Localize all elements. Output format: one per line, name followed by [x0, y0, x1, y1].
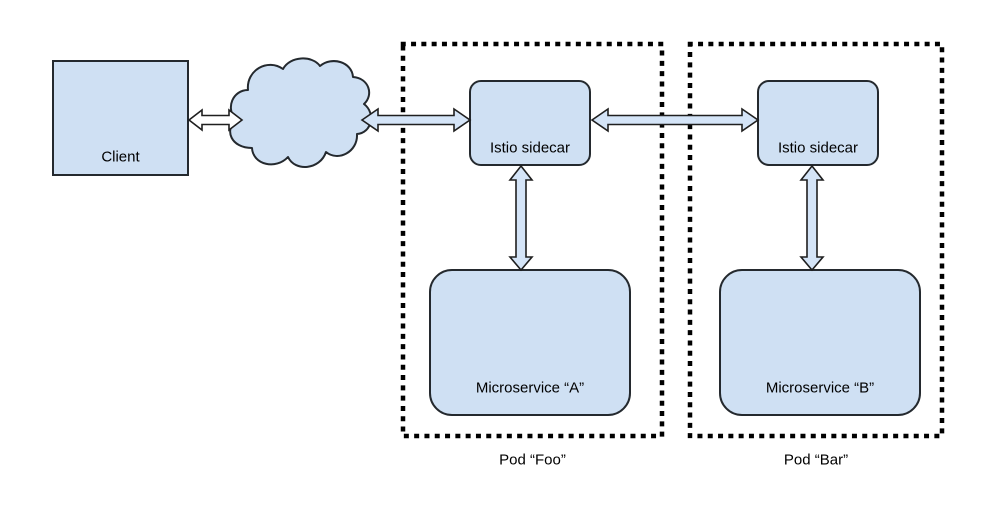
arrow-client-to-cloud[interactable] — [187, 108, 244, 132]
pod-foo-caption: Pod “Foo” — [499, 451, 566, 469]
microservice-b-box[interactable] — [719, 269, 921, 416]
arrow-cloud-to-sidecar-foo[interactable] — [360, 107, 472, 133]
pod-bar-caption: Pod “Bar” — [783, 451, 849, 469]
network-cloud-shape[interactable] — [229, 57, 373, 168]
client-box[interactable] — [52, 60, 189, 176]
sidecar-foo-box[interactable] — [469, 80, 591, 166]
pod-bar-boundary[interactable] — [687, 41, 945, 439]
arrow-sidecar-bar-to-microservice-b[interactable] — [799, 164, 825, 272]
arrow-sidecar-foo-to-microservice-a[interactable] — [508, 164, 534, 272]
microservice-a-box[interactable] — [429, 269, 631, 416]
sidecar-bar-box[interactable] — [757, 80, 879, 166]
pod-foo-boundary[interactable] — [400, 41, 665, 439]
arrow-sidecar-foo-to-sidecar-bar[interactable] — [590, 107, 760, 133]
